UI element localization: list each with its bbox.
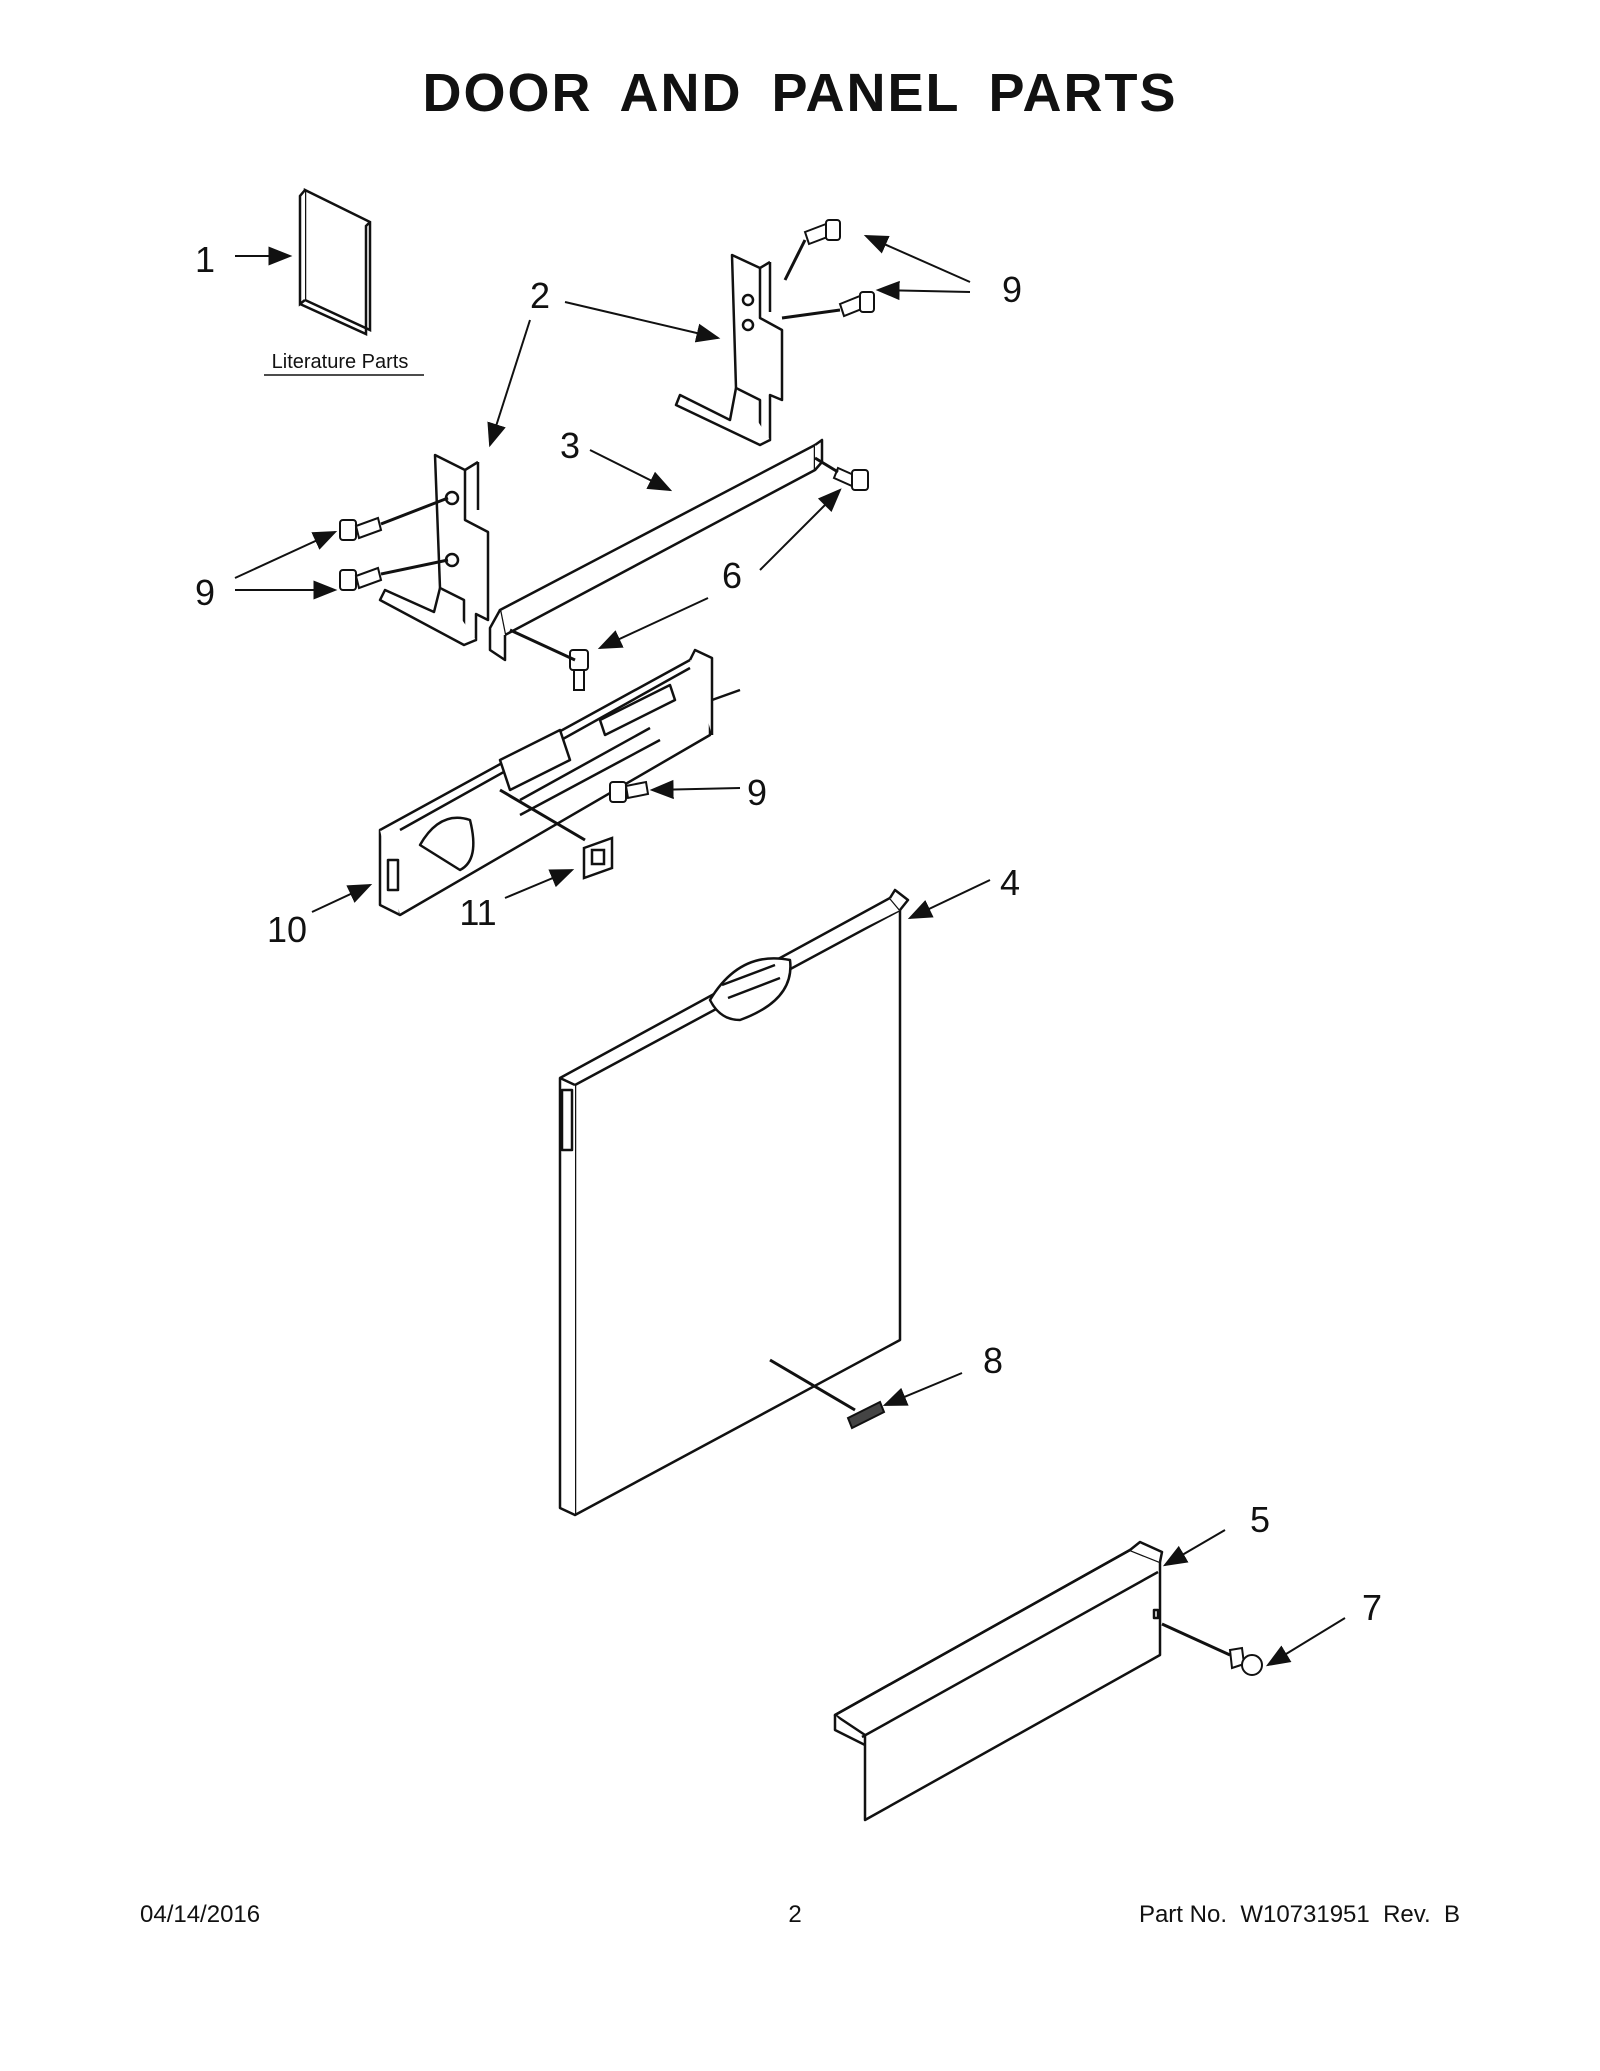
support-rail (488, 438, 824, 662)
callout-leaders (234, 235, 1346, 1667)
callout-10: 10 (267, 909, 307, 950)
upper-screw-2 (838, 291, 875, 318)
footer-page-number: 2 (788, 1901, 802, 1928)
left-screw-1 (339, 516, 383, 541)
footer-part-number: Part No. W10731951 Rev. B (1138, 1901, 1460, 1928)
toe-kick-panel (833, 1540, 1164, 1822)
callout-4: 4 (1000, 862, 1020, 903)
rail-screw-left (569, 649, 589, 691)
callout-9-left: 9 (195, 572, 215, 613)
callout-11: 11 (459, 892, 496, 933)
callout-2: 2 (530, 275, 550, 316)
callout-9-housing: 9 (747, 772, 767, 813)
page-title: DOOR AND PANEL PARTS (422, 63, 1178, 123)
callout-7: 7 (1362, 1587, 1382, 1628)
outer-door-panel (558, 888, 910, 1517)
callout-3: 3 (560, 425, 580, 466)
control-panel-housing (378, 648, 741, 917)
panel-clip (582, 836, 614, 880)
left-bracket (378, 453, 490, 647)
callout-5: 5 (1250, 1499, 1270, 1540)
footer-date: 04/14/2016 (140, 1901, 261, 1928)
callout-8: 8 (983, 1340, 1003, 1381)
callout-9-upper: 9 (1002, 269, 1022, 310)
upper-right-bracket (674, 253, 784, 447)
callout-6: 6 (722, 555, 742, 596)
toe-panel-screw (1228, 1646, 1263, 1676)
rail-screw-right (832, 466, 869, 491)
brand-logo-badge (846, 1400, 886, 1430)
housing-screw (609, 780, 650, 803)
upper-screw-1 (803, 219, 841, 246)
callout-1: 1 (195, 239, 215, 280)
literature-booklet (298, 187, 372, 336)
literature-parts-label: Literature Parts (272, 351, 409, 373)
left-screw-2 (339, 566, 383, 591)
